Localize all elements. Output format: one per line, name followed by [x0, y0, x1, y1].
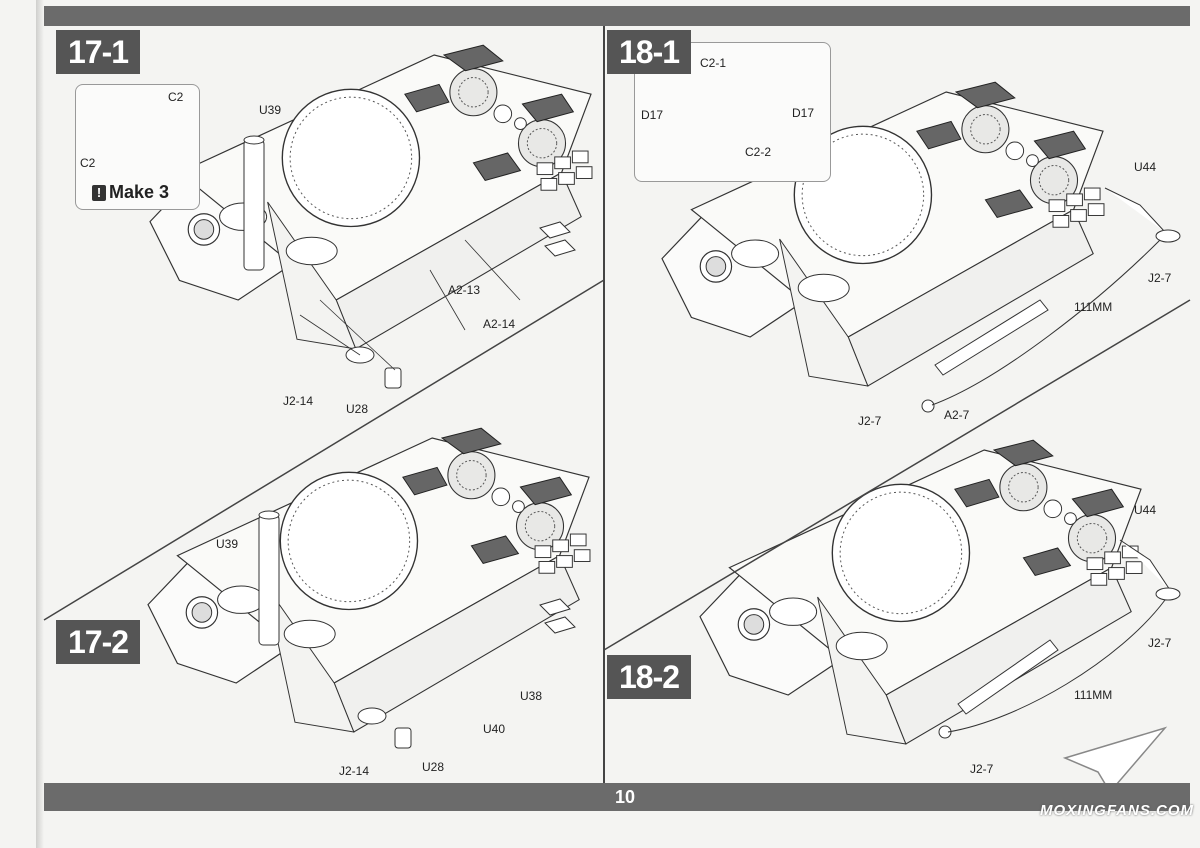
label-17-1-a2-14: A2-14 [483, 317, 516, 331]
make-3-text: Make 3 [109, 182, 170, 202]
label-17-2-j2-14: J2-14 [339, 764, 370, 778]
label-17-2-u38: U38 [520, 689, 543, 703]
label-18-2-j2-7-right: J2-7 [1148, 636, 1172, 650]
step-18-2: 18-2 [607, 655, 692, 699]
label-17-1-a2-13: A2-13 [448, 283, 481, 297]
step-17-1: 17-1 [56, 30, 141, 74]
label-17-2-u39: U39 [216, 537, 239, 551]
label-17-1-u28: U28 [346, 402, 369, 416]
c2-bottom-label: C2 [80, 156, 96, 170]
top-header-bar [44, 6, 1190, 26]
label-d17-right: D17 [792, 106, 815, 120]
label-17-1-u39: U39 [259, 103, 282, 117]
label-18-1-j2-7-right: J2-7 [1148, 271, 1172, 285]
label-17-2-u28: U28 [422, 760, 445, 774]
label-18-2-j2-7-bottom: J2-7 [970, 762, 994, 776]
label-18-2-u44: U44 [1134, 503, 1157, 517]
label-d17-left: D17 [641, 108, 664, 122]
step-18-1: 18-1 [607, 30, 692, 74]
label-17-2-u40: U40 [483, 722, 506, 736]
label-18-1-u44: U44 [1134, 160, 1157, 174]
label-c2-2: C2-2 [745, 145, 772, 159]
page-number: 10 [614, 787, 636, 807]
label-18-2-111mm: 111MM [1074, 688, 1113, 702]
label-18-1-j2-7-left: J2-7 [858, 414, 882, 428]
make-3-note: !Make 3 [92, 182, 169, 203]
warning-icon: ! [92, 185, 106, 201]
c2-top-label: C2 [168, 90, 184, 104]
bottom-footer-bar [44, 783, 1190, 811]
step-17-2: 17-2 [56, 620, 141, 664]
label-18-1-a2-7: A2-7 [944, 408, 970, 422]
label-18-1-111mm: 111MM [1074, 300, 1113, 314]
label-17-1-j2-14: J2-14 [283, 394, 314, 408]
label-c2-1: C2-1 [700, 56, 727, 70]
binding-spine [36, 0, 44, 848]
center-divider [603, 26, 605, 783]
watermark-text: MOXINGFANS.COM [1040, 802, 1195, 819]
